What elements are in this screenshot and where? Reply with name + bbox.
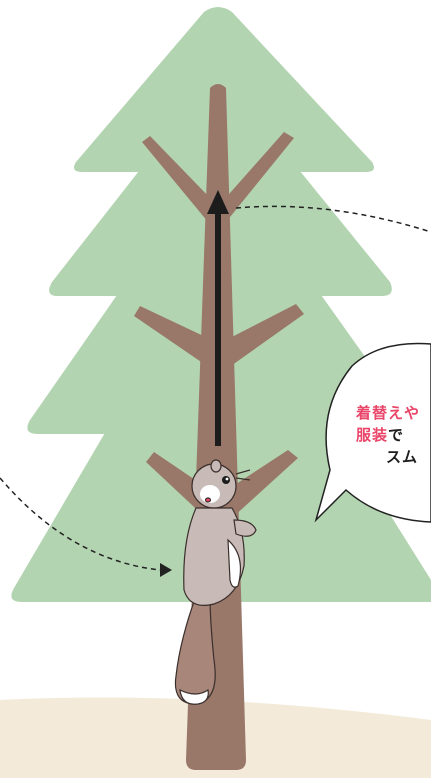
callout-dark-text: で (388, 426, 405, 444)
squirrel-tail-tip (179, 688, 209, 705)
squirrel-face-patch (200, 485, 220, 503)
dashed-guide-left (0, 477, 161, 571)
squirrel-eye (222, 476, 230, 484)
branch (134, 306, 212, 368)
callout-accent-text: 着替えや (356, 404, 421, 422)
branch (146, 452, 210, 520)
callout-accent-text: 服装 (356, 426, 389, 444)
guide-arrowhead (160, 563, 172, 577)
callout-text: 着替えや 服装で スム (356, 402, 431, 468)
squirrel-body (183, 507, 245, 606)
callout-line-1: 着替えや (356, 402, 431, 424)
flying-squirrel-icon (174, 459, 257, 705)
up-arrow-icon (207, 190, 229, 446)
speech-bubble-icon (314, 342, 431, 523)
branch (142, 136, 214, 222)
squirrel-whiskers (235, 469, 251, 481)
squirrel-belly (227, 538, 241, 588)
callout-line-3: スム (356, 446, 431, 468)
squirrel-eye-shine (225, 477, 229, 481)
branch (226, 304, 304, 368)
branch (230, 450, 298, 518)
squirrel-paw (233, 519, 257, 537)
branch (222, 132, 294, 222)
dashed-guide-top (235, 205, 431, 233)
callout-line-2: 服装で (356, 424, 431, 446)
squirrel-ear (210, 459, 222, 473)
squirrel-mouth (204, 497, 212, 503)
speech-bubble (314, 342, 431, 523)
squirrel-tail (174, 595, 216, 705)
callout-dark-text: スム (386, 448, 419, 466)
